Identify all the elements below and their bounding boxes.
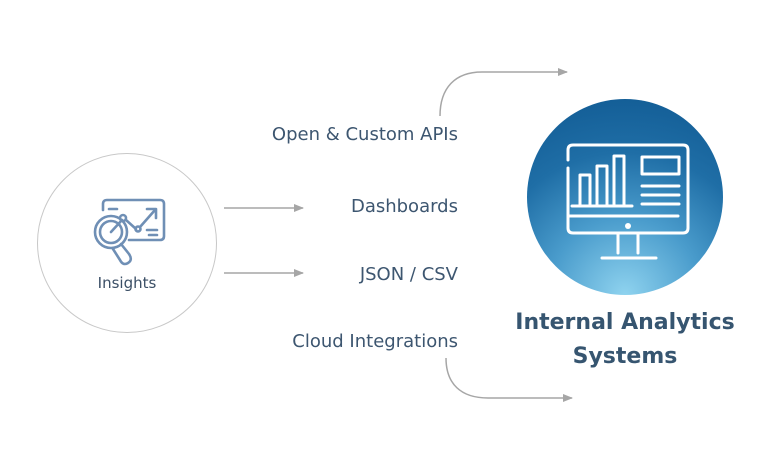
analytics-magnifier-icon — [93, 198, 166, 266]
title-line-1: Internal Analytics — [515, 310, 735, 335]
output-dashboards: Dashboards — [350, 196, 458, 217]
insights-label: Insights — [97, 274, 157, 292]
curved-arrow-top — [439, 68, 568, 117]
output-json-csv: JSON / CSV — [359, 264, 458, 285]
analytics-system-title: Internal Analytics Systems — [485, 306, 765, 374]
output-cloud-integrations: Cloud Integrations — [292, 331, 458, 352]
curved-arrow-bottom — [445, 357, 573, 402]
output-open-custom-apis: Open & Custom APIs — [271, 124, 458, 145]
insights-node — [37, 153, 217, 333]
title-line-2: Systems — [572, 344, 678, 369]
monitor-chart-icon — [566, 143, 690, 260]
